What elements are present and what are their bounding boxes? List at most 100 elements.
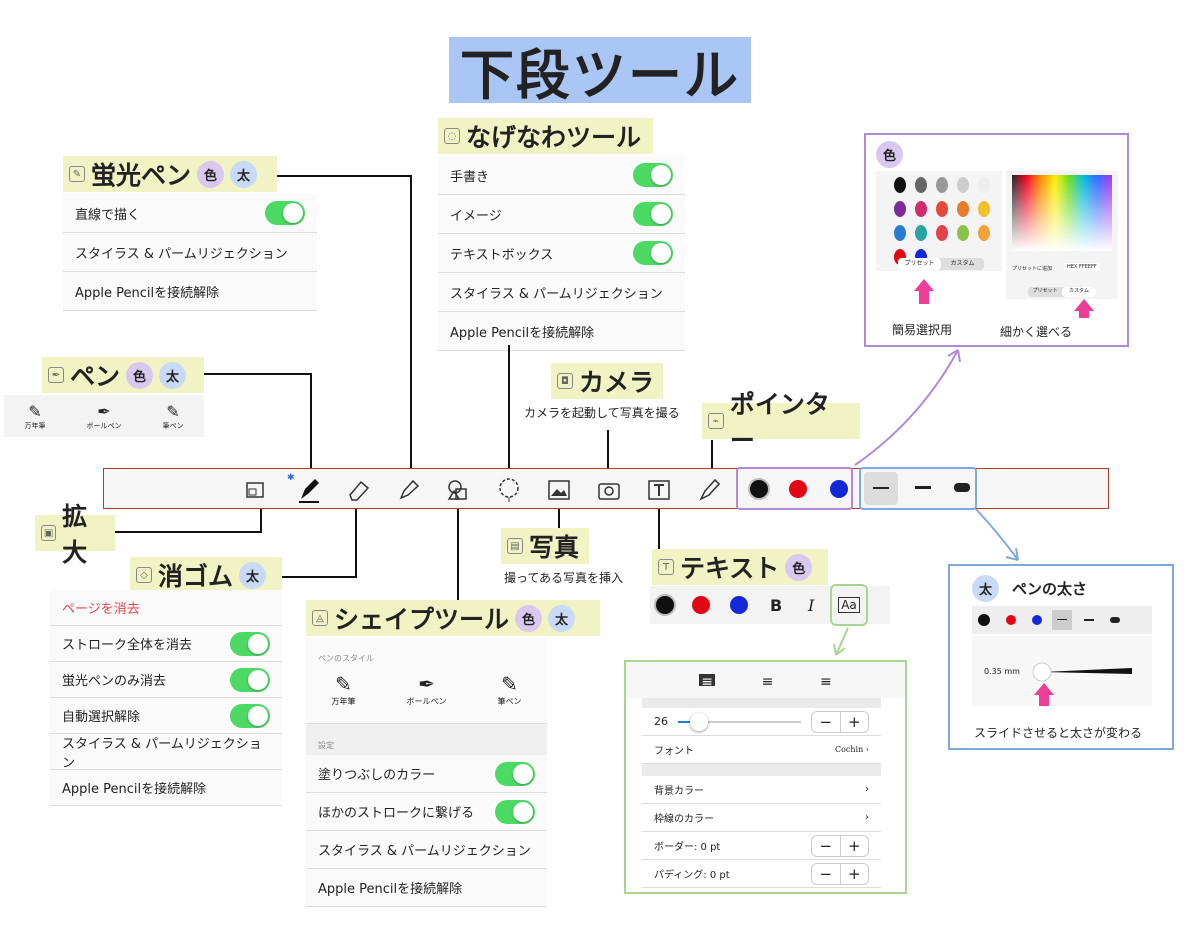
shape-tool-icon[interactable]: [444, 475, 474, 505]
fill-color-toggle[interactable]: [495, 761, 535, 786]
lasso-row-handwriting[interactable]: 手書き: [438, 156, 685, 195]
pen-type-ballpoint[interactable]: ✒ボールペン: [86, 401, 122, 430]
swatch[interactable]: [936, 177, 948, 193]
eraser-row-disconnect[interactable]: Apple Pencilを接続解除: [50, 770, 282, 806]
lasso-row-stylus[interactable]: スタイラス & パームリジェクション: [438, 273, 685, 312]
minus-icon[interactable]: −: [819, 864, 833, 883]
eraser-row-stroke[interactable]: ストローク全体を消去: [50, 626, 282, 662]
thickness-thin-selected[interactable]: [1052, 610, 1072, 630]
swatch[interactable]: [978, 177, 990, 193]
hex-field[interactable]: HEX FFEEFF: [1064, 263, 1100, 271]
thickness-thick[interactable]: [954, 483, 970, 492]
pen-tool-icon[interactable]: [294, 475, 324, 505]
color-swatch-black[interactable]: [748, 478, 770, 500]
font-size-slider[interactable]: [678, 712, 801, 731]
shape-row-connect[interactable]: ほかのストロークに繋げる: [306, 793, 547, 831]
lasso-tool-icon[interactable]: [494, 475, 524, 505]
background-color-row[interactable]: 背景カラー›: [642, 776, 881, 804]
preset-swatch-grid[interactable]: [876, 171, 1002, 271]
tab-custom[interactable]: カスタム: [950, 260, 975, 267]
camera-tool-icon[interactable]: [594, 475, 624, 505]
lasso-row-image[interactable]: イメージ: [438, 195, 685, 234]
image-toggle[interactable]: [633, 202, 673, 226]
text-color-black[interactable]: [654, 594, 676, 616]
plus-icon[interactable]: +: [839, 711, 869, 732]
swatch[interactable]: [936, 201, 948, 217]
swatch[interactable]: [936, 225, 948, 241]
border-color-row[interactable]: 枠線のカラー›: [642, 804, 881, 832]
add-to-preset[interactable]: プリセットに追加: [1012, 266, 1053, 272]
highlighter-row-disconnect[interactable]: Apple Pencilを接続解除: [63, 272, 317, 311]
thickness-medium[interactable]: [1084, 619, 1094, 621]
textbox-toggle[interactable]: [633, 241, 673, 265]
pen-type-fountain[interactable]: ✎万年筆: [331, 672, 356, 706]
swatch[interactable]: [957, 201, 969, 217]
thickness-thick[interactable]: [1110, 617, 1120, 623]
pen-type-fountain[interactable]: ✎万年筆: [24, 401, 46, 430]
shape-row-disconnect[interactable]: Apple Pencilを接続解除: [306, 869, 547, 907]
swatch[interactable]: [894, 225, 906, 241]
zoom-icon[interactable]: [240, 475, 270, 505]
handwriting-toggle[interactable]: [633, 163, 673, 187]
plus-icon[interactable]: +: [839, 863, 869, 884]
slider-thumb[interactable]: [690, 712, 708, 731]
lasso-row-disconnect[interactable]: Apple Pencilを接続解除: [438, 312, 685, 351]
highlighter-row-stylus[interactable]: スタイラス & パームリジェクション: [63, 233, 317, 272]
align-right-icon[interactable]: ≡: [819, 674, 832, 690]
color-swatch-blue[interactable]: [830, 480, 848, 498]
swatch[interactable]: [957, 225, 969, 241]
text-color-blue[interactable]: [730, 596, 748, 614]
border-stepper[interactable]: −+: [811, 834, 869, 857]
eraser-row-clear-page[interactable]: ページを消去: [50, 590, 282, 626]
eraser-tool-icon[interactable]: [344, 475, 374, 505]
plus-icon[interactable]: +: [839, 835, 869, 856]
connect-strokes-toggle[interactable]: [495, 799, 535, 824]
stroke-erase-toggle[interactable]: [230, 631, 270, 656]
color-swatch-blue[interactable]: [1032, 615, 1042, 625]
eraser-row-stylus[interactable]: スタイラス & パームリジェクション: [50, 734, 282, 771]
font-size-stepper[interactable]: −+: [811, 710, 869, 733]
tab-preset[interactable]: プリセット: [1032, 288, 1058, 294]
tab-custom[interactable]: カスタム: [1062, 287, 1096, 297]
swatch[interactable]: [915, 225, 927, 241]
shape-row-stylus[interactable]: スタイラス & パームリジェクション: [306, 831, 547, 869]
color-swatch-black[interactable]: [978, 614, 990, 626]
padding-stepper[interactable]: −+: [811, 862, 869, 885]
highlighter-tool-icon[interactable]: [394, 475, 424, 505]
pen-type-brush[interactable]: ✎筆ペン: [497, 672, 522, 706]
color-swatch-red[interactable]: [789, 480, 807, 498]
font-row[interactable]: フォント Cochin ›: [642, 736, 881, 764]
swatch[interactable]: [894, 177, 906, 193]
bold-button[interactable]: B: [770, 596, 783, 615]
eraser-row-highlighter-only[interactable]: 蛍光ペンのみ消去: [50, 662, 282, 698]
swatch[interactable]: [915, 201, 927, 217]
italic-button[interactable]: I: [808, 596, 815, 615]
swatch[interactable]: [894, 201, 906, 217]
highlighter-only-toggle[interactable]: [230, 667, 270, 692]
pen-type-ballpoint[interactable]: ✒ボールペン: [406, 672, 447, 706]
minus-icon[interactable]: −: [819, 836, 833, 855]
swatch[interactable]: [978, 225, 990, 241]
text-style-button[interactable]: Aa: [830, 584, 868, 626]
thickness-medium[interactable]: [915, 486, 931, 489]
color-swatch-red[interactable]: [1006, 615, 1016, 625]
swatch[interactable]: [957, 177, 969, 193]
align-left-icon[interactable]: ≡: [699, 674, 716, 690]
pointer-tool-icon[interactable]: [694, 475, 724, 505]
align-center-icon[interactable]: ≡: [761, 674, 774, 690]
tab-preset[interactable]: プリセット: [898, 258, 941, 270]
swatch[interactable]: [978, 201, 990, 217]
image-tool-icon[interactable]: [544, 475, 574, 505]
text-tool-icon[interactable]: [644, 475, 674, 505]
color-spectrum[interactable]: [1012, 175, 1112, 251]
eraser-row-auto-deselect[interactable]: 自動選択解除: [50, 698, 282, 734]
minus-icon[interactable]: −: [819, 712, 833, 731]
lasso-row-textbox[interactable]: テキストボックス: [438, 234, 685, 273]
pen-type-brush[interactable]: ✎筆ペン: [162, 401, 184, 430]
auto-deselect-toggle[interactable]: [230, 703, 270, 728]
swatch[interactable]: [915, 177, 927, 193]
shape-row-fill[interactable]: 塗りつぶしのカラー: [306, 755, 547, 793]
text-color-red[interactable]: [692, 596, 710, 614]
thickness-slider[interactable]: [1032, 660, 1142, 684]
highlighter-row-straight[interactable]: 直線で描く: [63, 194, 317, 233]
